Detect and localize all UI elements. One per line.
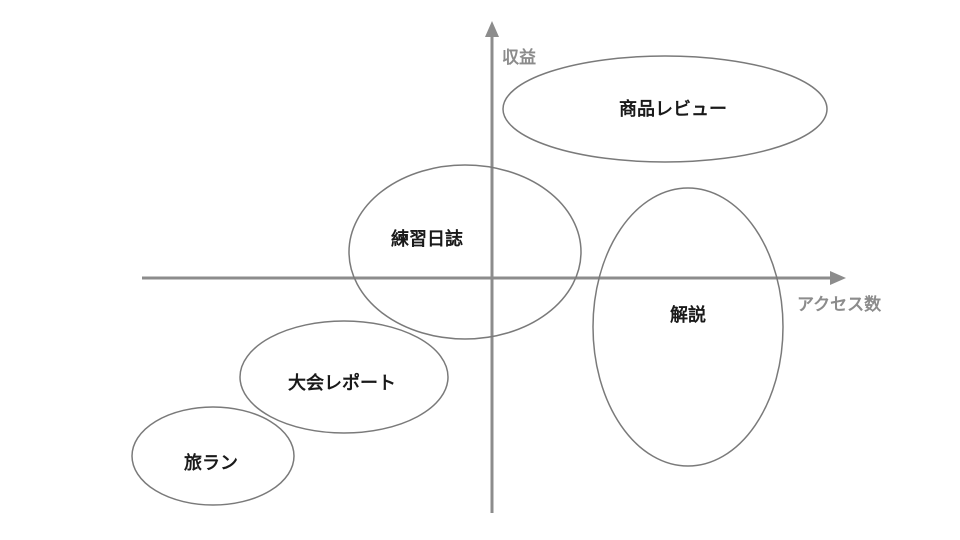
bubble-outline (502, 55, 828, 163)
bubble-practice-diary: 練習日誌 (348, 164, 582, 340)
x-axis-label: アクセス数 (797, 294, 882, 315)
bubble-product-review: 商品レビュー (502, 55, 828, 163)
bubble-race-report: 大会レポート (239, 320, 449, 434)
bubble-outline (348, 164, 582, 340)
bubble-outline (131, 406, 295, 506)
bubble-label: 商品レビュー (619, 98, 727, 120)
x-axis-arrow-icon (830, 271, 846, 285)
bubble-label: 練習日誌 (391, 228, 463, 250)
bubble-label: 解説 (670, 304, 706, 326)
bubble-explanation: 解説 (592, 187, 784, 467)
y-axis-label: 収益 (502, 47, 536, 68)
bubble-label: 大会レポート (288, 372, 396, 394)
y-axis-arrow-icon (485, 21, 499, 37)
bubble-outline (592, 187, 784, 467)
bubble-outline (239, 320, 449, 434)
bubble-travel-run: 旅ラン (131, 406, 295, 506)
bubble-label: 旅ラン (184, 452, 238, 474)
